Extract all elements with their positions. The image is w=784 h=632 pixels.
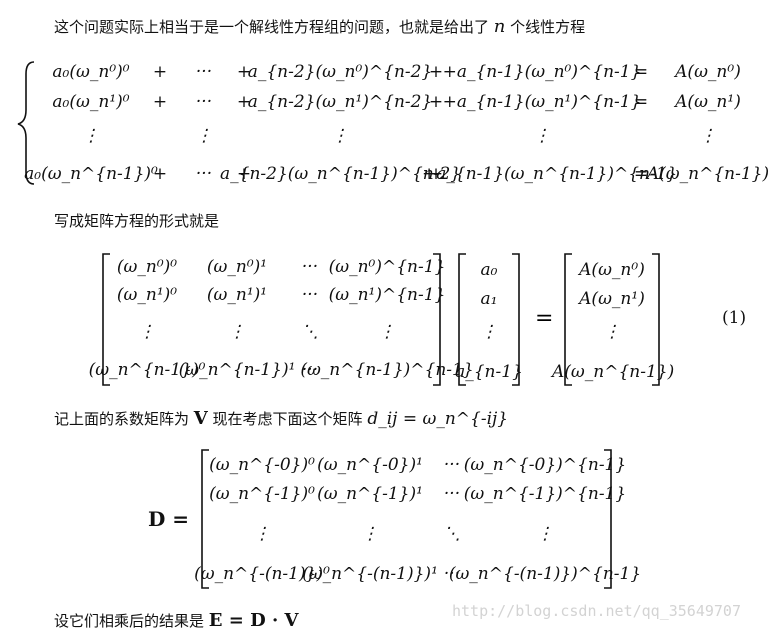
D-label: D = <box>148 507 190 531</box>
system-cell: + <box>428 164 444 184</box>
matrix-V-cell: (ω_n^{n-1})¹ <box>178 360 296 380</box>
system-cell: ··· <box>195 164 213 184</box>
note-prefix: 记上面的系数矩阵为 <box>54 410 190 428</box>
system-cell: a₀(ω_n^{n-1})⁰ <box>24 164 158 184</box>
system-cell: + <box>152 92 168 112</box>
system-cell: a₀(ω_n⁰)⁰ <box>52 62 130 82</box>
system-cell: = <box>633 164 649 184</box>
system-cell: + <box>236 62 252 82</box>
system-cell: ··· <box>195 62 213 82</box>
matrix-D-cell: (ω_n^{-0})¹ <box>317 455 423 475</box>
matrix-D-cell: ··· <box>443 484 461 504</box>
A-right-bracket <box>652 253 660 386</box>
intro-text: 这个问题实际上相当于是一个解线性方程组的问题，也就是给出了 <box>54 18 490 36</box>
matrix-D-cell: ··· <box>443 564 461 584</box>
matrix-D-cell: ⋮ <box>253 524 271 544</box>
system-cell: +a_{n-1}(ω_n^{n-1})^{n-1} <box>422 164 678 184</box>
vector-A-entry: ⋮ <box>603 322 621 342</box>
system-cell: ⋮ <box>82 126 100 146</box>
system-cell: A(ω_n¹) <box>675 92 741 112</box>
system-cell: a_{n-2}(ω_n¹)^{n-2} <box>247 92 433 112</box>
matrix-V-cell: (ω_n¹)¹ <box>206 285 268 305</box>
V-right-bracket <box>433 253 441 386</box>
final-line: 设它们相乘后的结果是 E = D · V <box>54 610 299 631</box>
matrix-V-cell: ··· <box>301 360 319 380</box>
system-cell: +a_{n-1}(ω_n⁰)^{n-1} <box>442 62 642 82</box>
final-prefix: 设它们相乘后的结果是 <box>54 612 205 630</box>
system-cell: + <box>236 92 252 112</box>
vector-A-entry: A(ω_n^{n-1}) <box>552 362 675 382</box>
matrix-D-cell: (ω_n^{-1})^{n-1} <box>463 484 627 504</box>
vector-a-entry: a₀ <box>480 260 498 280</box>
system-cell: + <box>428 92 444 112</box>
intro-tail: 个线性方程 <box>510 18 586 36</box>
system-cell: + <box>428 62 444 82</box>
system-cell: + <box>152 164 168 184</box>
matrix-D-cell: (ω_n^{-(n-1)})^{n-1} <box>448 564 642 584</box>
system-cell: a_{n-2}(ω_n^{n-1})^{n-2} <box>220 164 462 184</box>
system-cell: +a_{n-1}(ω_n¹)^{n-1} <box>442 92 642 112</box>
system-cell: ⋮ <box>699 126 717 146</box>
matrix-V-cell: (ω_n^{n-1})⁰ <box>88 360 206 380</box>
matrix-V-cell: (ω_n⁰)⁰ <box>116 257 178 277</box>
final-expression: E = D · V <box>208 610 299 631</box>
matrix-V-cell: ⋮ <box>378 322 396 342</box>
system-cell: A(ω_n⁰) <box>675 62 741 82</box>
matrix-D-cell: (ω_n^{-1})¹ <box>317 484 423 504</box>
system-cell: A(ω_n^{n-1}) <box>646 164 770 184</box>
system-cell: + <box>152 62 168 82</box>
intro-n-variable: n <box>493 16 506 37</box>
V-left-bracket <box>102 253 110 386</box>
matrix-equals-sign: = <box>535 306 553 331</box>
matrix-V-cell: ··· <box>301 257 319 277</box>
system-left-brace <box>17 61 35 185</box>
note-line: 记上面的系数矩阵为 V 现在考虑下面这个矩阵 d_ij = ω_n^{-ij} <box>54 408 508 429</box>
D-right-bracket <box>604 449 612 589</box>
matrix-D-cell: (ω_n^{-1})⁰ <box>209 484 315 504</box>
matrix-V-cell: ⋮ <box>228 322 246 342</box>
matrix-D-cell: ⋮ <box>361 524 379 544</box>
matrix-V-cell: (ω_n⁰)^{n-1} <box>328 257 446 277</box>
matrix-D-cell: (ω_n^{-0})⁰ <box>209 455 315 475</box>
matrix-D-cell: (ω_n^{-(n-1)})⁰ <box>194 564 330 584</box>
a-right-bracket <box>512 253 520 386</box>
system-cell: ⋮ <box>331 126 349 146</box>
vector-A-entry: A(ω_n¹) <box>579 289 645 309</box>
A-left-bracket <box>564 253 572 386</box>
vector-a-entry: a_{n-1} <box>455 362 523 382</box>
system-cell: ⋮ <box>533 126 551 146</box>
note-expression: d_ij = ω_n^{-ij} <box>367 409 509 429</box>
matrix-D-cell: ··· <box>443 455 461 475</box>
system-cell: = <box>633 62 649 82</box>
matrix-D-cell: (ω_n^{-(n-1)})¹ <box>302 564 438 584</box>
matrix-V-cell: (ω_n¹)^{n-1} <box>328 285 446 305</box>
matrix-D-cell: (ω_n^{-0})^{n-1} <box>463 455 627 475</box>
system-cell: ⋮ <box>195 126 213 146</box>
vector-a-entry: ⋮ <box>480 322 498 342</box>
intro-line: 这个问题实际上相当于是一个解线性方程组的问题，也就是给出了 n 个线性方程 <box>54 16 585 37</box>
matrix-V-cell: (ω_n⁰)¹ <box>206 257 268 277</box>
vector-a-entry: a₁ <box>480 289 498 309</box>
matrix-D-cell: ⋮ <box>536 524 554 544</box>
vector-A-entry: A(ω_n⁰) <box>579 260 645 280</box>
matrix-V-cell: ⋱ <box>301 322 319 342</box>
matrix-D-cell: ⋱ <box>443 524 461 544</box>
write-matrix-text: 写成矩阵方程的形式就是 <box>54 212 220 230</box>
equation-number: (1) <box>722 308 747 328</box>
matrix-V-cell: ··· <box>301 285 319 305</box>
system-cell: a₀(ω_n¹)⁰ <box>52 92 130 112</box>
system-cell: + <box>236 164 252 184</box>
matrix-V-cell: (ω_n^{n-1})^{n-1} <box>300 360 474 380</box>
note-mid: 现在考虑下面这个矩阵 <box>212 410 363 428</box>
watermark-text: http://blog.csdn.net/qq_35649707 <box>452 602 741 620</box>
D-left-bracket <box>201 449 209 589</box>
system-cell: a_{n-2}(ω_n⁰)^{n-2} <box>247 62 433 82</box>
matrix-V-cell: (ω_n¹)⁰ <box>116 285 178 305</box>
system-cell: ··· <box>195 92 213 112</box>
a-left-bracket <box>458 253 466 386</box>
note-V-symbol: V <box>193 408 208 429</box>
matrix-V-cell: ⋮ <box>138 322 156 342</box>
system-cell: = <box>633 92 649 112</box>
